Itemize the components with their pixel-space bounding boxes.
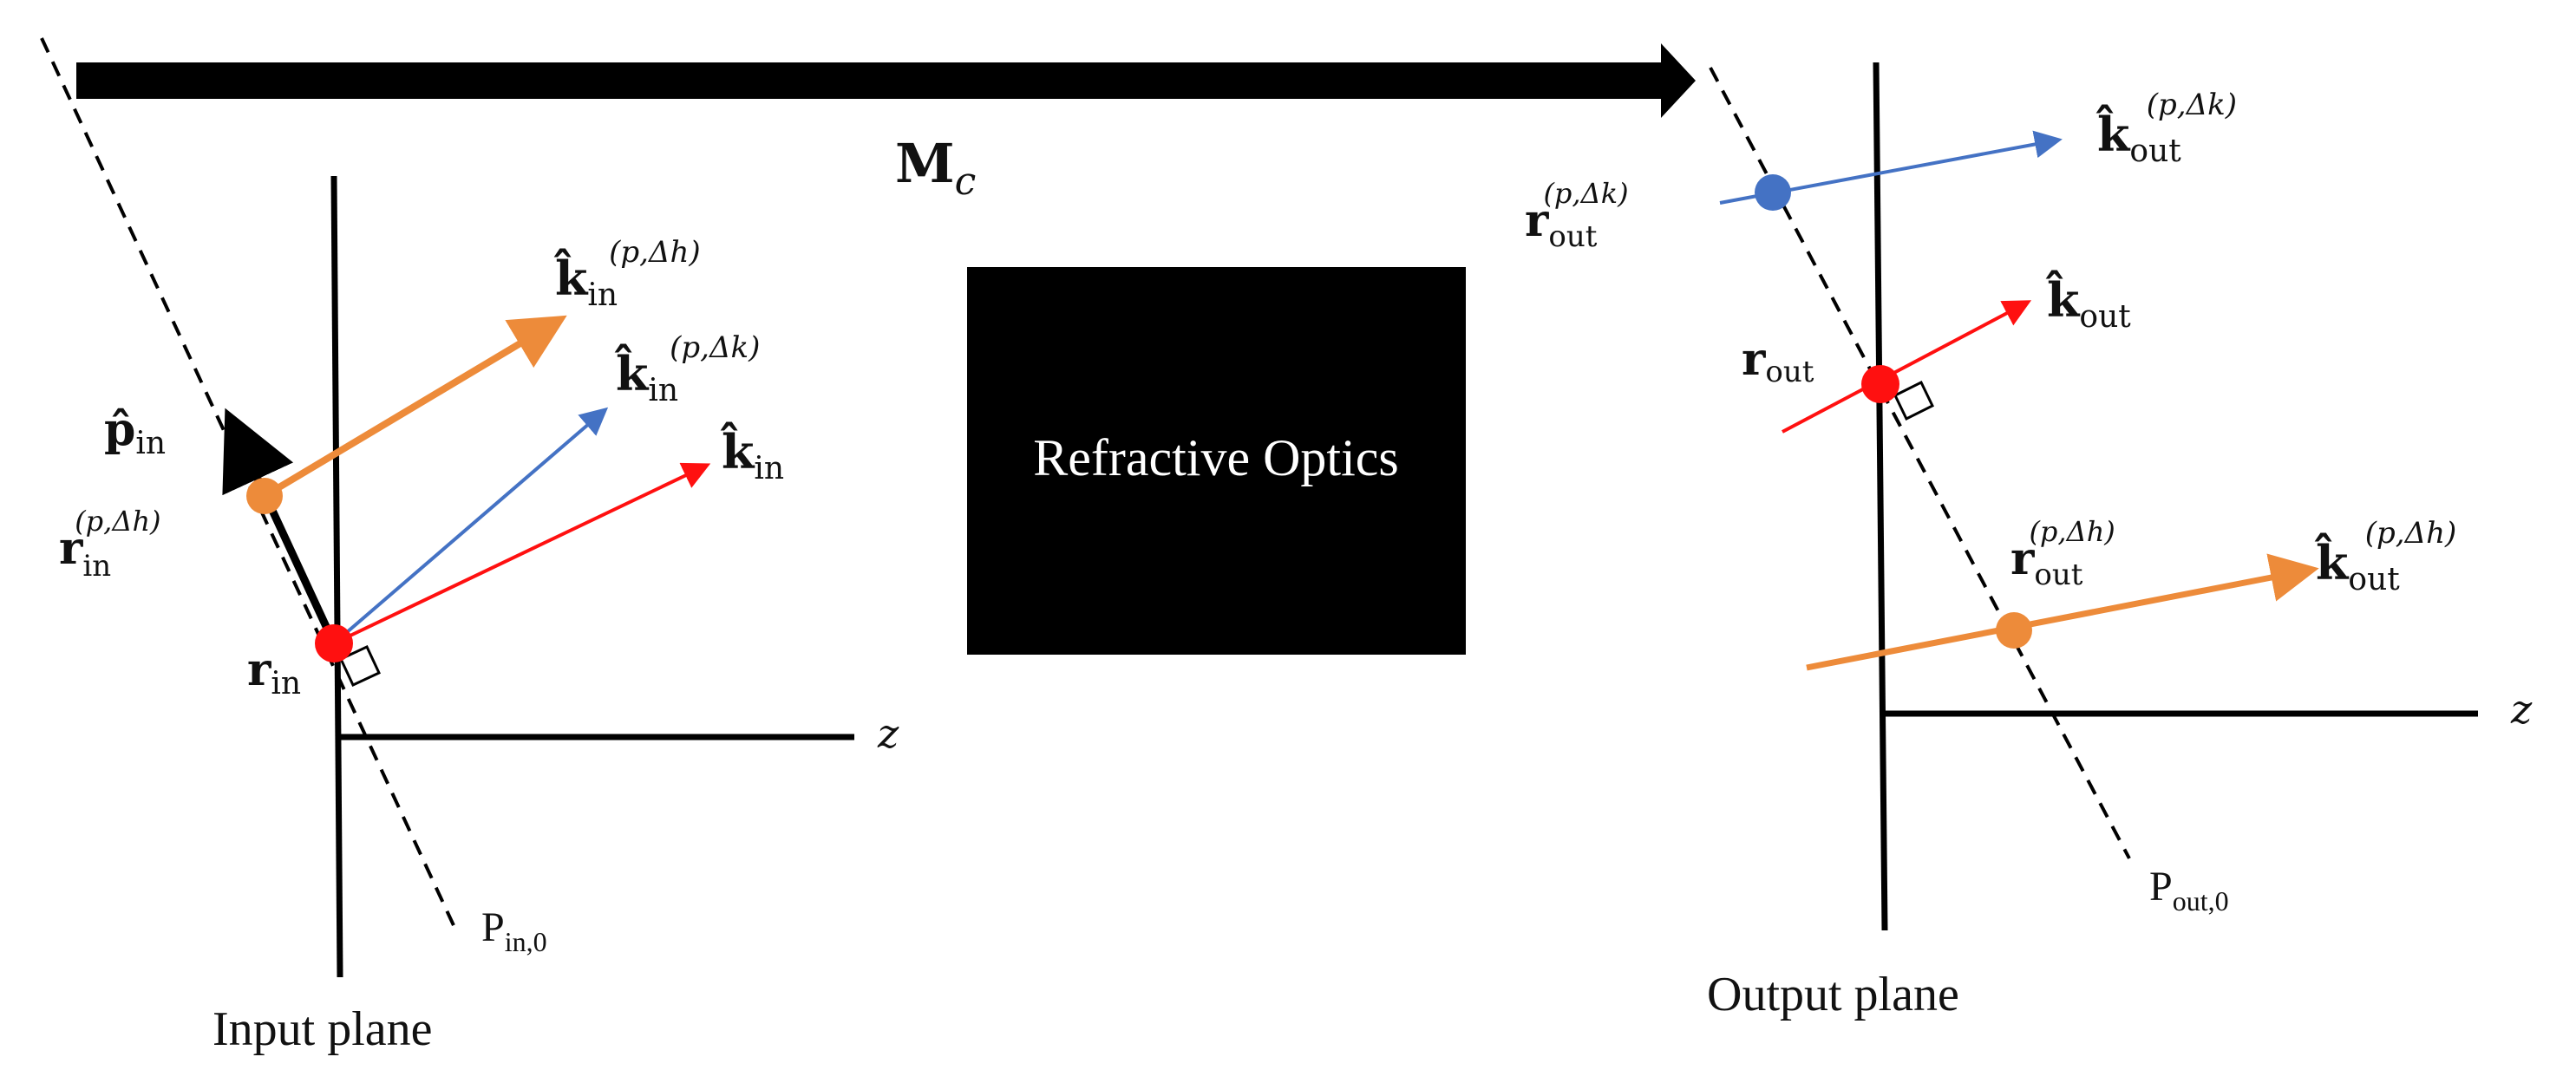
input-plane-group: p̂in rin(p,Δh) rin k̂in(p,Δh) k̂in(p,Δk)… — [40, 37, 899, 1056]
k-in-label: k̂in — [720, 421, 784, 486]
input-right-angle-marker — [339, 645, 381, 687]
top-arrow-shaft — [76, 62, 1668, 99]
k-out-label: k̂out — [2045, 270, 2131, 335]
input-plane-line — [330, 175, 343, 978]
p-hat-in-arrow — [222, 408, 338, 645]
top-arrow-head — [1661, 43, 1696, 118]
refractive-optics-label: Refractive Optics — [1033, 429, 1399, 486]
refractive-optics-box — [967, 267, 1466, 655]
k-in-ray — [333, 462, 711, 645]
r-out-dk-label: rout(p,Δk) — [1525, 177, 1629, 254]
k-in-dk-label: k̂in(p,Δk) — [614, 330, 760, 408]
r-out-dh-point — [1996, 612, 2032, 649]
output-plane-group: rout(p,Δk) k̂out(p,Δk) k̂out rout rout(p… — [1525, 62, 2533, 1021]
p-in0-label: Pin,0 — [481, 904, 547, 957]
k-out-dk-label: k̂out(p,Δk) — [2095, 88, 2237, 169]
k-out-dh-label: k̂out(p,Δh) — [2314, 516, 2456, 597]
r-out-label: rout — [1742, 333, 1814, 389]
output-right-angle-marker — [1893, 380, 1934, 421]
p-hat-in-label: p̂in — [104, 403, 166, 461]
output-dashed-line — [1709, 67, 2131, 859]
output-plane-line — [1873, 62, 1888, 931]
r-in-dh-label: rin(p,Δh) — [59, 505, 161, 584]
mc-label: Mc — [895, 132, 976, 204]
input-z-label: z — [877, 710, 899, 757]
k-out-dh-ray — [1806, 553, 2319, 671]
input-dashed-line — [40, 37, 460, 936]
output-plane-label: Output plane — [1707, 968, 1959, 1021]
output-z-label: z — [2510, 686, 2533, 733]
r-in-label: rin — [247, 643, 301, 701]
k-in-dh-ray — [262, 315, 567, 499]
r-in-dh-point — [246, 478, 283, 514]
r-out-point — [1861, 365, 1899, 403]
k-out-ray — [1782, 300, 2032, 434]
k-in-dk-ray — [332, 407, 609, 645]
r-out-dk-point — [1755, 174, 1791, 211]
r-in-point — [315, 624, 353, 662]
input-plane-label: Input plane — [212, 1002, 432, 1056]
top-transfer-arrow — [76, 43, 1696, 118]
k-in-dh-label: k̂in(p,Δh) — [553, 235, 701, 313]
r-out-dh-label: rout(p,Δh) — [2010, 515, 2115, 592]
p-out0-label: Pout,0 — [2149, 864, 2229, 917]
